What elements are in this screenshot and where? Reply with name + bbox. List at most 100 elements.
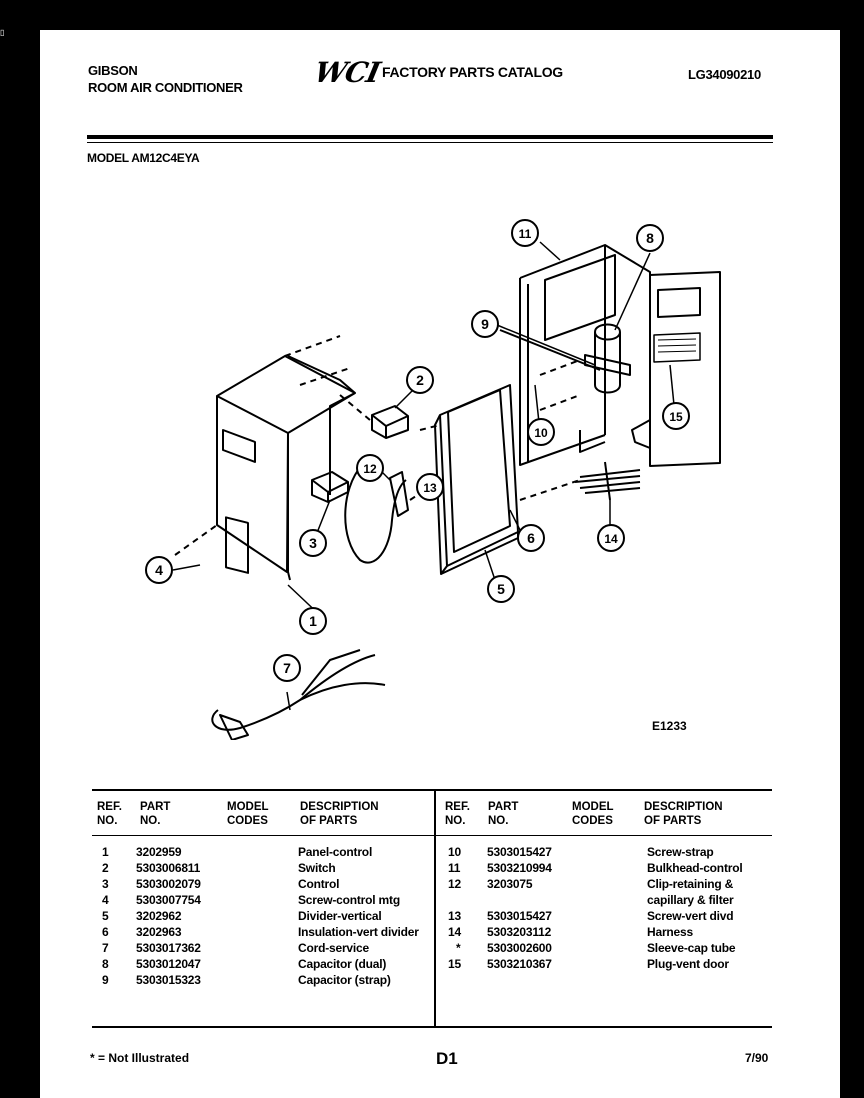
table-row: 1	[102, 845, 109, 859]
callout-6: 6	[527, 530, 535, 546]
part-number: 5303002600	[487, 941, 552, 955]
part-number: 5303210994	[487, 861, 552, 875]
callout-8: 8	[646, 230, 654, 246]
table-row: 6	[102, 925, 109, 939]
part-description: Divider-vertical	[298, 909, 382, 923]
part-number: 5303210367	[487, 957, 552, 971]
table-row: 2	[102, 861, 109, 875]
part-number: 5303015427	[487, 845, 552, 859]
part-description: Panel-control	[298, 845, 373, 859]
table-row: 5	[102, 909, 109, 923]
table-row: 11	[448, 861, 461, 875]
vent-door-panel-drawing	[631, 271, 721, 467]
part-number: 5303002079	[136, 877, 201, 891]
table-row: 13	[448, 909, 461, 923]
wci-logo: WCI	[311, 56, 383, 89]
header-rule-thick	[87, 135, 773, 139]
table-header-rule	[92, 835, 772, 836]
harness-drawing	[574, 461, 641, 501]
table-row: 9	[102, 973, 109, 987]
callout-14: 14	[604, 532, 618, 546]
exploded-parts-diagram: 1 2 3 4 5 6 7 8 9 10 11 12 13 14 15	[145, 219, 721, 740]
part-description: Clip-retaining &	[647, 877, 734, 891]
figure-code: E1233	[652, 719, 687, 733]
catalog-title: FACTORY PARTS CATALOG	[382, 64, 563, 80]
header-ref-right: REF.NO.	[445, 801, 470, 827]
part-description: Cord-service	[298, 941, 369, 955]
callout-1: 1	[309, 613, 317, 629]
callout-12: 12	[363, 462, 377, 476]
document-number: LG34090210	[688, 67, 761, 82]
scan-edge-mark: ▯	[0, 28, 5, 37]
part-number: 5303017362	[136, 941, 201, 955]
part-description: Capacitor (strap)	[298, 973, 391, 987]
part-description: Screw-control mtg	[298, 893, 400, 907]
part-number: 5303203112	[487, 925, 552, 939]
catalog-page: GIBSON ROOM AIR CONDITIONER WCI FACTORY …	[40, 30, 840, 1098]
part-number: 3202959	[136, 845, 182, 859]
header-rule-thin	[87, 142, 773, 143]
switch-drawing	[339, 394, 409, 439]
part-number: 3202962	[136, 909, 182, 923]
table-row: 15	[448, 957, 461, 971]
callout-2: 2	[416, 372, 424, 388]
callout-15: 15	[669, 410, 683, 424]
part-description: Harness	[647, 925, 693, 939]
callout-4: 4	[155, 562, 163, 578]
part-description: Insulation-vert divider	[298, 925, 419, 939]
callout-9: 9	[481, 316, 489, 332]
table-row: 10	[448, 845, 461, 859]
callout-circles	[145, 219, 690, 682]
power-cord-drawing	[211, 649, 386, 740]
part-number: 5303012047	[136, 957, 201, 971]
capillary-drawing	[344, 464, 409, 564]
brand-name: GIBSON	[88, 63, 138, 78]
page-number: D1	[436, 1049, 458, 1068]
callout-5: 5	[497, 581, 505, 597]
part-description: Bulkhead-control	[647, 861, 743, 875]
part-description: Switch	[298, 861, 336, 875]
table-bottom-rule	[92, 1026, 772, 1028]
callout-11: 11	[519, 227, 532, 241]
part-description: Control	[298, 877, 340, 891]
header-ref-left: REF.NO.	[97, 801, 122, 827]
not-illustrated-note: * = Not Illustrated	[90, 1051, 190, 1065]
part-description: capillary & filter	[647, 893, 734, 907]
callout-7: 7	[283, 660, 291, 676]
callout-13: 13	[423, 481, 437, 495]
part-description: Sleeve-cap tube	[647, 941, 736, 955]
revision-date: 7/90	[745, 1051, 769, 1065]
model-number: MODEL AM12C4EYA	[87, 151, 200, 165]
vertical-divider-drawing	[434, 384, 519, 575]
part-number: 5303007754	[136, 893, 201, 907]
table-row: 7	[102, 941, 109, 955]
table-row: 12	[448, 877, 461, 891]
callout-3: 3	[309, 535, 317, 551]
table-row: 4	[102, 893, 109, 907]
part-number: 5303006811	[136, 861, 201, 875]
part-description: Plug-vent door	[647, 957, 729, 971]
table-top-rule	[92, 789, 772, 791]
part-number: 3203075	[487, 877, 533, 891]
table-row: 14	[448, 925, 461, 939]
screw-paths	[174, 359, 581, 556]
table-row: 3	[102, 877, 109, 891]
table-row: 8	[102, 957, 109, 971]
table-column-divider	[434, 790, 436, 1027]
control-panel-drawing	[216, 335, 356, 581]
part-number: 3202963	[136, 925, 182, 939]
part-description: Screw-vert divd	[647, 909, 734, 923]
part-number: 5303015323	[136, 973, 201, 987]
product-type: ROOM AIR CONDITIONER	[88, 80, 243, 95]
callout-10: 10	[534, 426, 548, 440]
table-row: *	[456, 941, 461, 955]
part-number: 5303015427	[487, 909, 552, 923]
part-description: Capacitor (dual)	[298, 957, 387, 971]
part-description: Screw-strap	[647, 845, 714, 859]
